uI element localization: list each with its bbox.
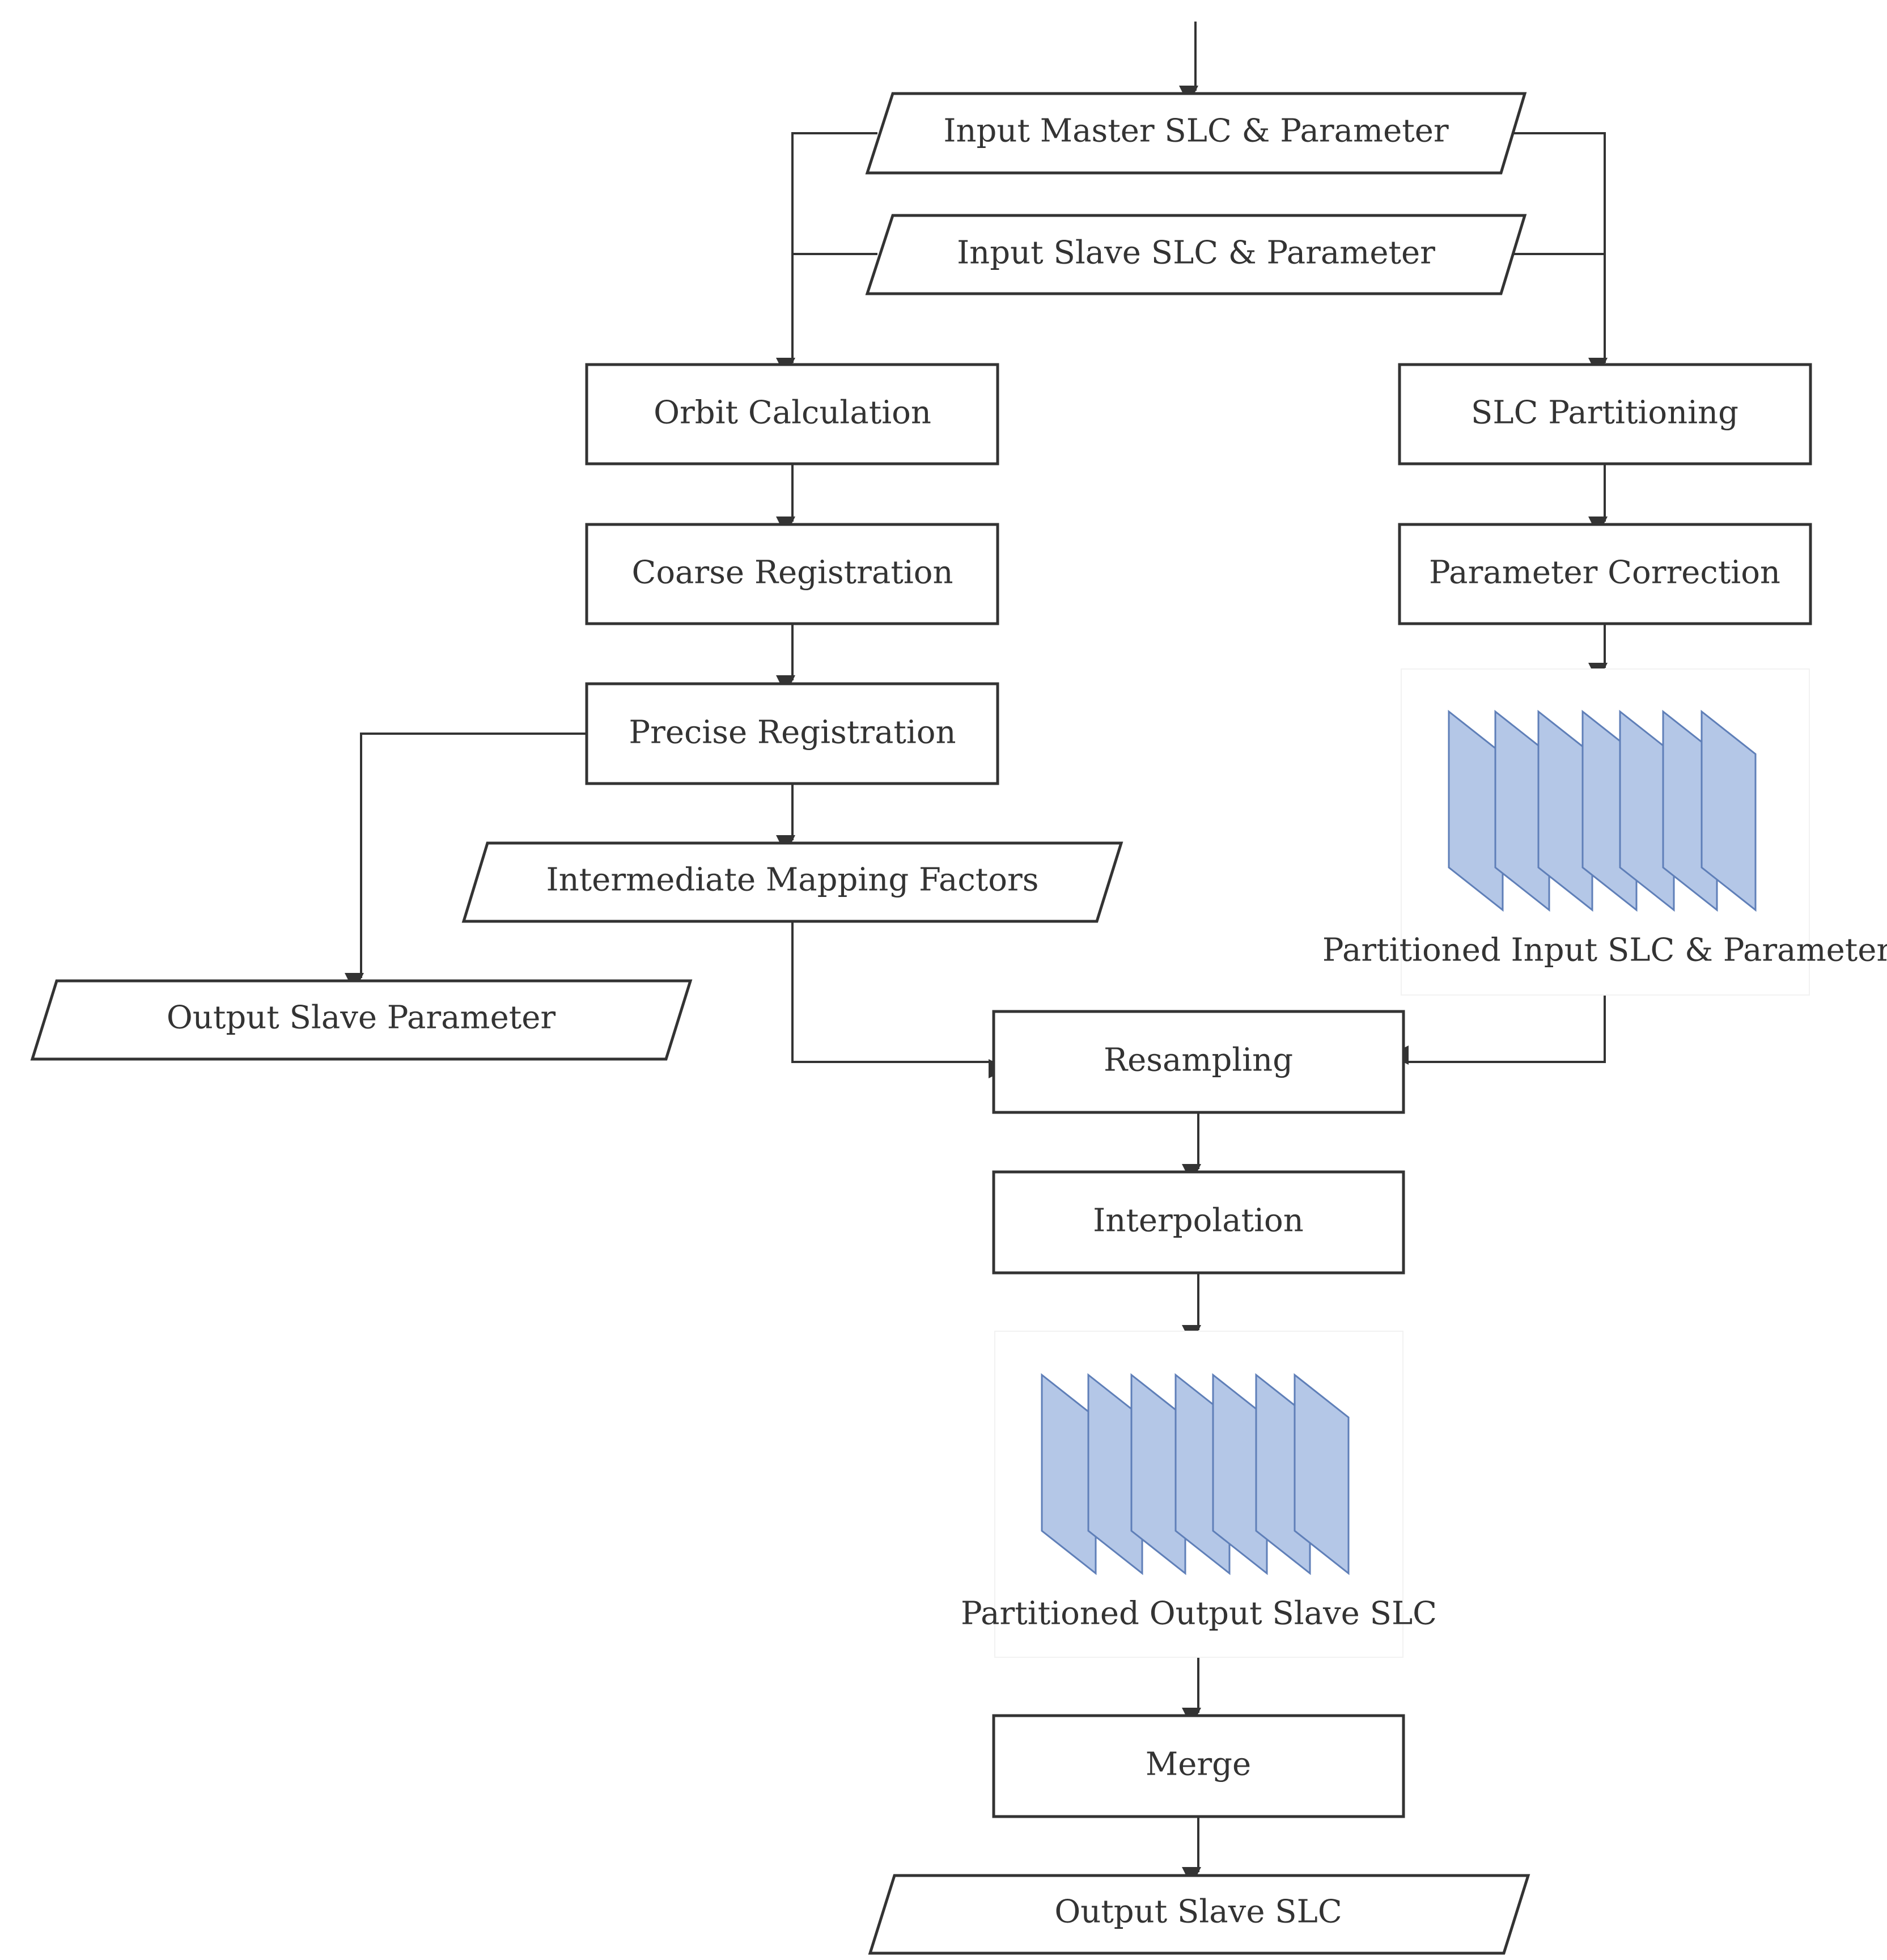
input-master-node: Input Master SLC & Parameter <box>865 92 1527 175</box>
precise-registration-label: Precise Registration <box>629 714 956 751</box>
coarse-registration-label: Coarse Registration <box>631 554 953 591</box>
connector-master-to-partitioning <box>1513 132 1608 378</box>
partitioned-output-label: Partitioned Output Slave SLC <box>961 1595 1437 1632</box>
orbit-calculation-label: Orbit Calculation <box>654 395 931 431</box>
coarse-registration-node: Coarse Registration <box>585 523 999 625</box>
output-slave-slc-node: Output Slave SLC <box>868 1874 1530 1955</box>
slc-partitioning-node: SLC Partitioning <box>1398 363 1812 465</box>
partition-sheet-input-7 <box>1701 709 1757 912</box>
merge-node: Merge <box>992 1714 1405 1818</box>
resampling-node: Resampling <box>992 1010 1405 1114</box>
partitioned-input-stack <box>1448 709 1757 912</box>
partition-sheet-input-1 <box>1448 709 1504 912</box>
resampling-label: Resampling <box>1104 1042 1293 1079</box>
partition-sheet-input-5 <box>1619 709 1675 912</box>
connector-stack-to-resampling <box>1389 995 1606 1065</box>
connectors <box>344 22 1608 1887</box>
input-slave-label: Input Slave SLC & Parameter <box>957 235 1435 272</box>
partitioned-input-node: Partitioned Input SLC & Parameter <box>1322 668 1887 996</box>
partition-sheet-output-2 <box>1087 1373 1143 1576</box>
connector-precise-to-output-param <box>344 733 587 993</box>
parameter-correction-label: Parameter Correction <box>1429 554 1780 591</box>
orbit-calculation-node: Orbit Calculation <box>585 363 999 465</box>
connector-mapping-to-resampling <box>791 921 1008 1079</box>
partition-sheet-input-2 <box>1494 709 1550 912</box>
partition-sheet-output-1 <box>1041 1373 1097 1576</box>
output-slave-param-node: Output Slave Parameter <box>30 979 693 1061</box>
partitioned-input-label: Partitioned Input SLC & Parameter <box>1322 932 1887 969</box>
input-master-label: Input Master SLC & Parameter <box>943 113 1449 150</box>
parameter-correction-node: Parameter Correction <box>1398 523 1812 625</box>
interpolation-node: Interpolation <box>992 1170 1405 1275</box>
output-slave-param-label: Output Slave Parameter <box>167 1000 556 1036</box>
partition-sheet-output-5 <box>1212 1373 1268 1576</box>
partition-sheet-output-7 <box>1294 1373 1350 1576</box>
partitioned-output-node: Partitioned Output Slave SLC <box>961 1331 1437 1658</box>
partitioned-output-stack <box>1041 1373 1350 1576</box>
precise-registration-node: Precise Registration <box>585 682 999 785</box>
partition-sheet-output-3 <box>1130 1373 1186 1576</box>
output-slave-slc-label: Output Slave SLC <box>1054 1894 1342 1931</box>
slc-partitioning-label: SLC Partitioning <box>1471 395 1738 431</box>
input-slave-node: Input Slave SLC & Parameter <box>865 214 1527 295</box>
merge-label: Merge <box>1146 1746 1251 1783</box>
mapping-factors-node: Intermediate Mapping Factors <box>461 841 1123 923</box>
interpolation-label: Interpolation <box>1093 1203 1304 1239</box>
connector-master-to-orbit <box>775 132 877 378</box>
partition-sheet-input-3 <box>1537 709 1593 912</box>
mapping-factors-label: Intermediate Mapping Factors <box>546 862 1038 899</box>
